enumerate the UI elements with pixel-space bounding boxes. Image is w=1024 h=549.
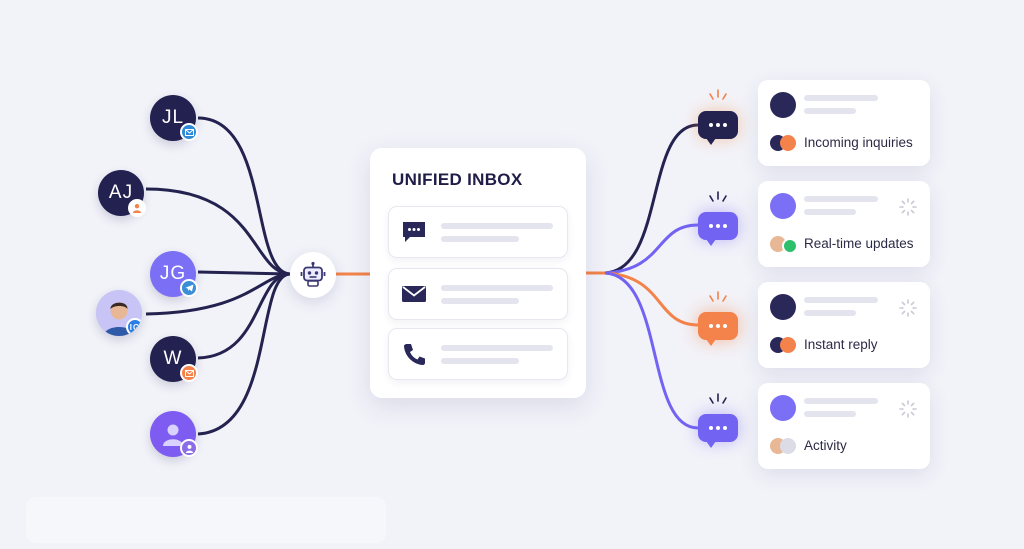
wire-w [197,272,291,360]
card-avatar [770,193,796,219]
person-icon [128,199,146,217]
placeholder-line [804,108,856,114]
loading-spinner-icon [899,198,917,216]
output-card-activity[interactable]: Activity [758,383,930,469]
spark-icon [709,291,727,302]
wire-aj [145,187,291,276]
chat-bubble-icon [698,312,738,346]
spark-icon [709,393,727,404]
avatar-pair-icon [770,438,798,454]
contact-avatar-photo[interactable]: IG [96,290,142,336]
inbox-title: UNIFIED INBOX [392,170,523,189]
telegram-icon [180,279,198,297]
card-label: Instant reply [804,337,878,352]
wire-out-1 [604,123,699,275]
toggle-dots-icon [770,337,798,353]
unified-inbox-card: UNIFIED INBOX [370,148,586,398]
output-card-real-time-updates[interactable]: Real-time updates [758,181,930,267]
placeholder-line [804,411,856,417]
contact-avatar-aj[interactable]: AJ [98,170,146,217]
placeholder-line [804,398,878,404]
contact-avatar-jl[interactable]: JL [150,95,198,141]
card-avatar [770,294,796,320]
placeholder-line [441,223,553,229]
output-card-instant-reply[interactable]: Instant reply [758,282,930,368]
wire-jl [197,116,291,276]
messenger-icon: IG [126,318,142,336]
placeholder-line [441,345,553,351]
contact-initials: JL [161,107,185,128]
chat-bubble-icon [403,222,425,242]
loading-spinner-icon [899,299,917,317]
card-label: Incoming inquiries [804,135,913,150]
inbox-row-chat[interactable] [388,206,568,258]
card-label: Activity [804,438,847,453]
wire-jg [197,270,291,276]
placeholder-line [804,95,878,101]
chat-bubble-icon [698,414,738,448]
spark-icon [709,89,727,100]
placeholder-line [441,358,519,364]
chat-bubble-icon [698,111,738,145]
inbox-row-phone[interactable] [388,328,568,380]
card-label: Real-time updates [804,236,914,251]
placeholder-line [804,196,878,202]
wire-out-4 [604,271,699,430]
placeholder-line [804,297,878,303]
card-avatar [770,395,796,421]
avatar-status-icon [770,236,798,254]
wire-out-2 [604,223,699,275]
wire-person [197,272,291,436]
placeholder-line [441,236,519,242]
output-card-incoming-inquiries[interactable]: Incoming inquiries [758,80,930,166]
email-icon [180,364,198,382]
placeholder-line [804,209,856,215]
contact-initials: AJ [108,182,134,203]
user-silhouette-icon [163,424,183,446]
inbox-row-email[interactable] [388,268,568,320]
contact-initials: W [163,348,183,369]
card-avatar [770,92,796,118]
messenger-badge-text: IG [129,322,141,332]
wire-out-3 [604,271,699,327]
placeholder-line [804,310,856,316]
placeholder-line [441,285,553,291]
robot-icon [300,261,326,287]
contact-avatar-jg[interactable]: JG [150,251,198,297]
contact-avatar-person[interactable] [150,411,198,457]
faded-bar [26,497,386,543]
loading-spinner-icon [899,400,917,418]
robot-hub[interactable] [290,252,336,298]
contact-initials: JG [159,263,187,284]
placeholder-line [441,298,519,304]
toggle-dots-icon [770,135,798,151]
phone-icon [404,344,425,365]
email-icon [180,123,198,141]
envelope-icon [402,286,426,302]
spark-icon [709,191,727,202]
person-icon [180,439,198,457]
contact-avatar-w[interactable]: W [150,336,198,382]
chat-bubble-icon [698,212,738,246]
